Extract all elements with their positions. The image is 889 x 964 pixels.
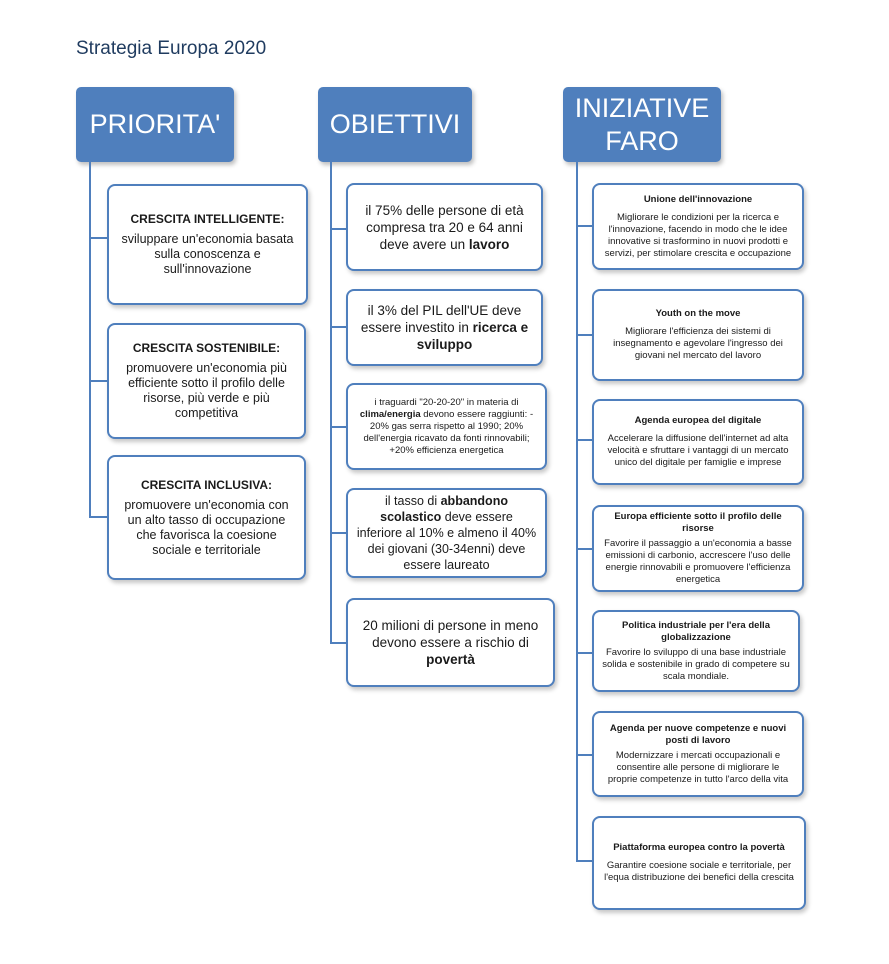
iniziativa-text: Garantire coesione sociale e territorial… — [604, 860, 794, 883]
connector-iniziative-trunk — [576, 162, 578, 862]
connector-priorita-trunk — [89, 162, 91, 518]
connector-priorita-3 — [89, 516, 108, 518]
obiettivo-keyword: lavoro — [468, 236, 510, 252]
iniziativa-title: Politica industriale per l'era della glo… — [622, 619, 770, 643]
iniziativa-box-agenda-digitale: Agenda europea del digitale Accelerare l… — [592, 399, 804, 485]
connector-iniziative-4 — [576, 548, 594, 550]
priorita-box-crescita-intelligente: CRESCITA INTELLIGENTE: sviluppare un'eco… — [107, 184, 308, 305]
obiettivo-text-part: i traguardi "20-20-20" in materia di — [374, 396, 519, 408]
obiettivo-text: i traguardi "20-20-20" in materia di cli… — [356, 397, 537, 457]
obiettivo-text-part: il 75% delle persone di età compresa tra… — [365, 202, 524, 252]
header-iniziative-line1: INIZIATIVE — [574, 92, 710, 123]
page-title: Strategia Europa 2020 — [76, 38, 267, 59]
obiettivo-text-part: il 3% del PIL dell'UE deve essere invest… — [360, 303, 522, 335]
connector-iniziative-3 — [576, 439, 594, 441]
iniziativa-title: Piattaforma europea contro la povertà — [613, 842, 785, 853]
priorita-box-crescita-inclusiva: CRESCITA INCLUSIVA: promuovere un'econom… — [107, 455, 306, 580]
iniziativa-box-europa-efficiente: Europa efficiente sotto il profilo delle… — [592, 505, 804, 592]
obiettivo-text: il tasso di abbandono scolastico deve es… — [356, 493, 537, 573]
priorita-text: promuovere un'economia con un alto tasso… — [124, 497, 289, 557]
obiettivo-box-poverta: 20 milioni di persone in meno devono ess… — [346, 598, 555, 687]
priorita-title: CRESCITA INTELLIGENTE: — [130, 212, 285, 226]
obiettivo-text: 20 milioni di persone in meno devono ess… — [356, 617, 545, 668]
connector-iniziative-1 — [576, 225, 594, 227]
connector-priorita-2 — [89, 380, 108, 382]
iniziativa-text: Migliorare l'efficienza dei sistemi di i… — [613, 326, 783, 361]
connector-obiettivi-3 — [330, 426, 348, 428]
header-iniziative-faro: INIZIATIVE FARO — [563, 87, 721, 162]
iniziativa-box-nuove-competenze: Agenda per nuove competenze e nuovi post… — [592, 711, 804, 797]
iniziativa-text: Favorire lo sviluppo di una base industr… — [602, 646, 790, 682]
iniziativa-box-politica-industriale: Politica industriale per l'era della glo… — [592, 610, 800, 692]
connector-obiettivi-5 — [330, 642, 348, 644]
obiettivo-text: il 75% delle persone di età compresa tra… — [356, 202, 533, 253]
obiettivo-box-lavoro: il 75% delle persone di età compresa tra… — [346, 183, 543, 271]
obiettivo-keyword: povertà — [426, 652, 475, 667]
header-obiettivi: OBIETTIVI — [318, 87, 472, 162]
connector-iniziative-5 — [576, 652, 594, 654]
obiettivo-keyword: abbandono scolastico — [380, 494, 508, 524]
iniziativa-box-youth-on-the-move: Youth on the move Migliorare l'efficienz… — [592, 289, 804, 381]
connector-obiettivi-2 — [330, 326, 348, 328]
priorita-text: promuovere un'economia più efficiente so… — [126, 361, 287, 420]
obiettivo-text-part: deve essere inferiore al 10% e almeno il… — [356, 510, 537, 572]
connector-obiettivi-1 — [330, 228, 348, 230]
priorita-title: CRESCITA INCLUSIVA: — [140, 477, 273, 492]
iniziativa-title: Agenda europea del digitale — [634, 415, 762, 426]
header-obiettivi-text: OBIETTIVI — [329, 109, 461, 139]
iniziativa-box-piattaforma-poverta: Piattaforma europea contro la povertà Ga… — [592, 816, 806, 910]
connector-iniziative-7 — [576, 860, 594, 862]
iniziativa-text: Modernizzare i mercati occupazionali e c… — [607, 749, 789, 785]
iniziativa-text: Migliorare le condizioni per la ricerca … — [604, 211, 792, 259]
iniziativa-title: Youth on the move — [655, 308, 741, 319]
iniziativa-title: Agenda per nuove competenze e nuovi post… — [609, 722, 787, 746]
obiettivo-box-abbandono-scolastico: il tasso di abbandono scolastico deve es… — [346, 488, 547, 578]
priorita-title: CRESCITA SOSTENIBILE: — [132, 341, 281, 355]
obiettivo-keyword: clima/energia — [359, 408, 421, 420]
header-priorita: PRIORITA' — [76, 87, 234, 162]
obiettivo-keyword: ricerca e sviluppo — [416, 320, 529, 352]
obiettivo-box-ricerca: il 3% del PIL dell'UE deve essere invest… — [346, 289, 543, 366]
header-priorita-text: PRIORITA' — [89, 109, 221, 139]
obiettivo-box-clima-energia: i traguardi "20-20-20" in materia di cli… — [346, 383, 547, 470]
iniziativa-text: Accelerare la diffusione dell'internet a… — [607, 433, 789, 468]
obiettivo-text-part: il tasso di — [385, 494, 441, 508]
obiettivo-text-part: 20 milioni di persone in meno devono ess… — [362, 618, 539, 650]
connector-iniziative-6 — [576, 754, 594, 756]
header-iniziative-line2: FARO — [605, 125, 679, 156]
connector-iniziative-2 — [576, 334, 594, 336]
iniziativa-title: Unione dell'innovazione — [643, 193, 753, 205]
priorita-text: sviluppare un'economia basata sulla cono… — [121, 232, 294, 276]
connector-obiettivi-4 — [330, 532, 348, 534]
obiettivo-text-part: devono essere raggiunti: - 20% gas serra… — [363, 408, 534, 456]
obiettivo-text: il 3% del PIL dell'UE deve essere invest… — [356, 302, 533, 353]
iniziativa-box-unione-innovazione: Unione dell'innovazione Migliorare le co… — [592, 183, 804, 270]
connector-priorita-1 — [89, 237, 108, 239]
priorita-box-crescita-sostenibile: CRESCITA SOSTENIBILE: promuovere un'econ… — [107, 323, 306, 439]
iniziativa-text: Favorire il passaggio a un'economia a ba… — [604, 538, 792, 585]
iniziativa-title: Europa efficiente sotto il profilo delle… — [614, 511, 782, 534]
connector-obiettivi-trunk — [330, 162, 332, 644]
